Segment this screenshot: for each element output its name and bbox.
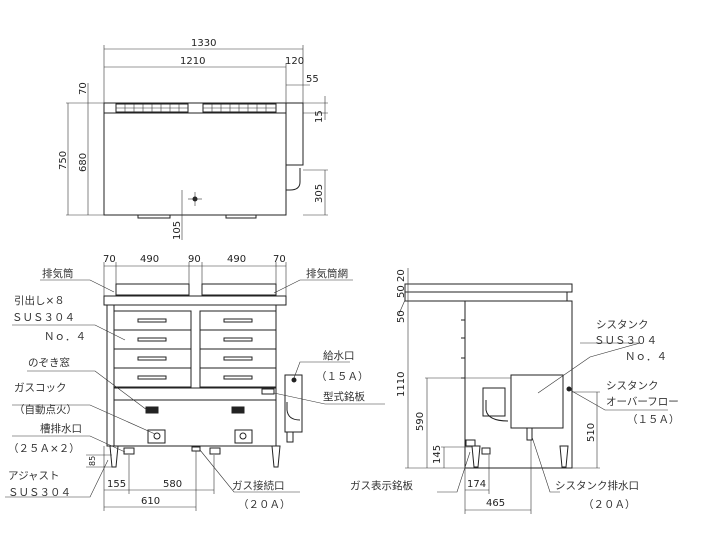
dim-15: 15 — [314, 110, 325, 123]
adjuster-foot-right — [271, 445, 281, 468]
top-view: 1330 1210 120 55 70 750 680 15 305 105 — [58, 38, 328, 240]
dim-h590: 590 — [415, 412, 426, 431]
dim-55: 55 — [306, 74, 319, 85]
label-drawer-count: 引出し×８ — [14, 294, 65, 307]
label-peep-window: のぞき窓 — [28, 356, 70, 369]
gas-plate — [465, 439, 476, 447]
label-model-plate: 型式銘板 — [323, 390, 365, 403]
label-tank-drain: 槽排水口 — [40, 422, 82, 435]
dim-h145: 145 — [432, 445, 443, 464]
valve-box — [482, 387, 506, 417]
dim-d174: 174 — [467, 479, 486, 490]
exhaust-pipe-left — [115, 283, 190, 296]
label-gas-cock: ガスコック — [14, 382, 67, 394]
drawer[interactable] — [199, 348, 277, 369]
water-inlet-box — [284, 374, 303, 433]
dim-w1: 70 — [103, 254, 116, 265]
side-view: 20 50 50 1110 590 145 174 465 510 シスタンク … — [350, 268, 680, 514]
side-top-plate — [404, 283, 573, 293]
dim-70: 70 — [78, 82, 89, 95]
top-plate — [103, 295, 287, 306]
dim-w5: 70 — [273, 254, 286, 265]
label-gas-plate: ガス表示銘板 — [350, 479, 413, 492]
dim-h50a: 50 — [396, 285, 407, 298]
dim-305: 305 — [314, 184, 325, 203]
adjuster-foot-left — [109, 445, 119, 468]
label-drawer-finish: Ｎｏ．４ — [44, 331, 86, 343]
front-view: 70 490 90 490 70 85 155 580 610 排気筒 排気筒網… — [5, 254, 385, 511]
gas-cock-right — [234, 429, 253, 444]
label-drawer-material: ＳＵＳ３０４ — [12, 312, 75, 324]
label-water-inlet-size: （１５Ａ） — [316, 371, 369, 383]
drawer[interactable] — [113, 310, 192, 331]
label-tank-drain-size: （２５Ａ×２） — [8, 443, 80, 455]
drawer[interactable] — [199, 310, 277, 331]
dim-1210: 1210 — [180, 56, 205, 67]
label-exhaust-pipe: 排気筒 — [42, 267, 74, 280]
label-overflow: シスタンク — [606, 380, 659, 392]
dim-1330: 1330 — [191, 38, 216, 49]
label-cistern-drain: シスタンク排水口 — [555, 479, 639, 492]
drain-hose — [286, 168, 301, 191]
drawer[interactable] — [113, 367, 192, 388]
dim-750: 750 — [58, 151, 69, 170]
dim-d465: 465 — [486, 498, 505, 509]
label-auto-ignition: （自動点火） — [14, 403, 77, 416]
label-water-inlet: 給水口 — [323, 349, 355, 362]
dim-610: 610 — [141, 496, 160, 507]
drawer[interactable] — [113, 348, 192, 369]
model-plate — [261, 388, 275, 395]
dim-h20: 20 — [396, 269, 407, 282]
dim-105: 105 — [172, 221, 183, 240]
dim-w4: 490 — [227, 254, 246, 265]
dim-120: 120 — [285, 56, 304, 67]
label-gas-connection: ガス接続口 — [232, 479, 285, 492]
drawers — [113, 310, 277, 388]
label-adjuster-material: ＳＵＳ３０４ — [8, 487, 71, 499]
label-overflow-size: （１５Ａ） — [627, 414, 680, 426]
drawer[interactable] — [113, 329, 192, 350]
dim-w3: 90 — [188, 254, 201, 265]
label-cistern-material: ＳＵＳ３０４ — [594, 335, 657, 347]
dim-85: 85 — [88, 456, 97, 466]
label-cistern: シスタンク — [596, 319, 649, 331]
drawer[interactable] — [199, 329, 277, 350]
cistern-top — [285, 102, 304, 166]
label-adjuster: アジャスト — [8, 470, 60, 482]
dim-580: 580 — [163, 479, 182, 490]
dim-w2: 490 — [140, 254, 159, 265]
dim-h50b: 50 — [396, 310, 407, 323]
dim-h1110: 1110 — [396, 372, 407, 397]
label-overflow-name: オーバーフロー — [606, 396, 679, 408]
drawer[interactable] — [199, 367, 277, 388]
label-exhaust-net: 排気筒網 — [306, 267, 348, 280]
peep-window-left — [145, 406, 159, 414]
dim-h510: 510 — [586, 423, 597, 442]
peep-window-right — [231, 406, 245, 414]
exhaust-pipe-right — [201, 283, 277, 296]
cistern-tank — [510, 374, 564, 429]
gas-cock-left — [147, 429, 166, 444]
label-gas-connection-size: （２０Ａ） — [238, 499, 291, 511]
dim-155: 155 — [107, 479, 126, 490]
label-cistern-finish: Ｎｏ．４ — [625, 351, 667, 363]
label-cistern-drain-size: （２０Ａ） — [583, 499, 636, 511]
dim-680: 680 — [78, 153, 89, 172]
